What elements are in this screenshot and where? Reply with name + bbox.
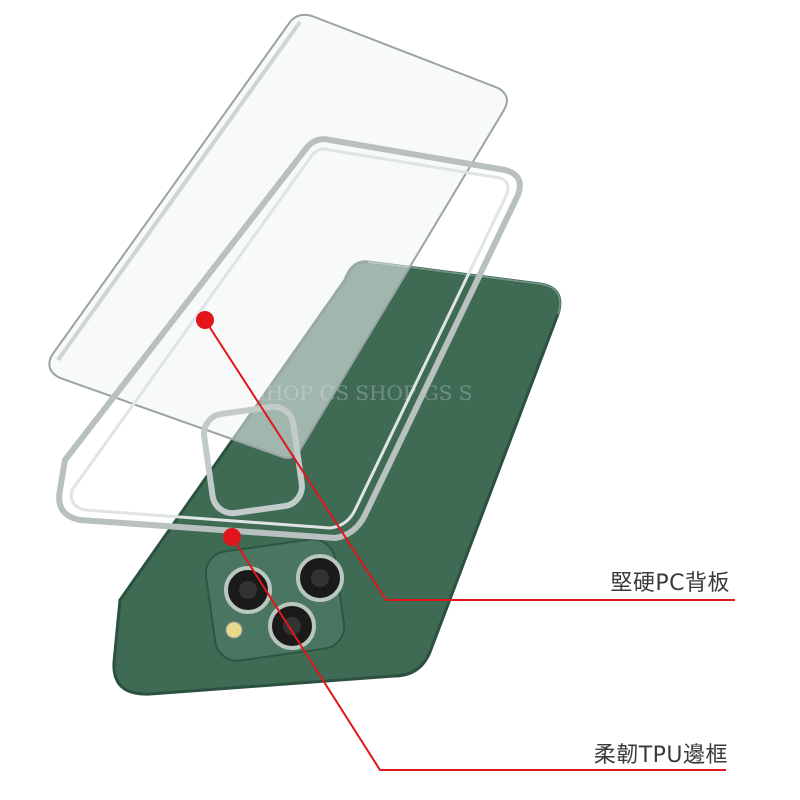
pc-back-plate [48, 13, 508, 459]
tpu-frame [56, 136, 523, 542]
callout-label-pc-back: 堅硬PC背板 [610, 571, 730, 596]
callout-label-tpu-frame: 柔韌TPU邊框 [593, 743, 728, 768]
camera-cutout [201, 403, 305, 517]
callout-lines [196, 311, 735, 771]
